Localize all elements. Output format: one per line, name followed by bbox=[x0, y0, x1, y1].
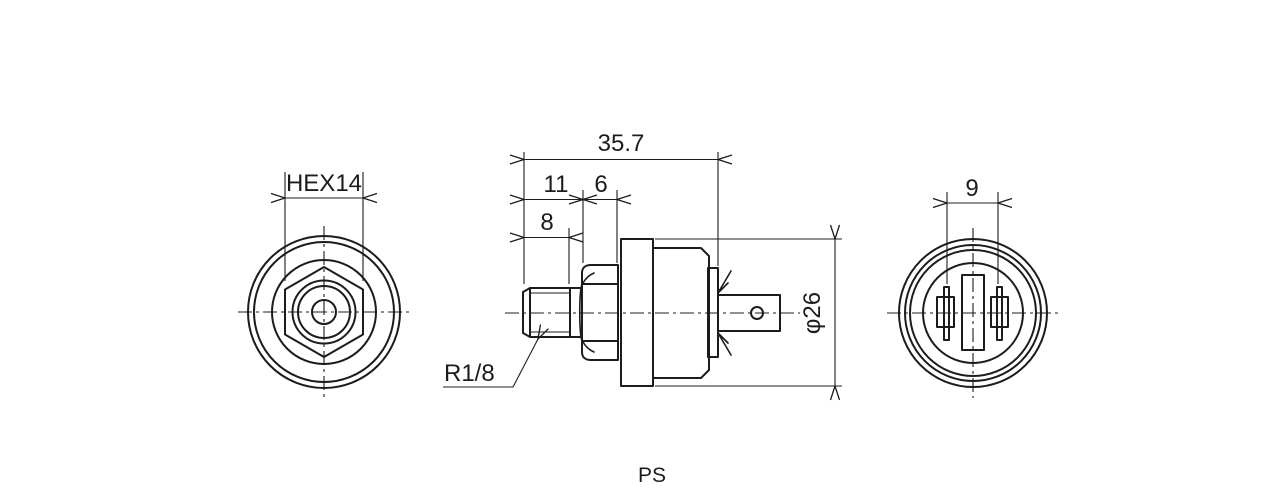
side-hex-outline bbox=[581, 264, 619, 361]
rear-outer-circle-3 bbox=[909, 249, 1037, 377]
thread-spec-label: R1/8 bbox=[444, 360, 495, 387]
port-section-label: 11 bbox=[544, 171, 569, 198]
rear-center-terminal-outline bbox=[961, 274, 985, 351]
side-hex-face-arcs bbox=[578, 272, 595, 353]
rear-right-terminal-body bbox=[990, 296, 1009, 328]
front-thread-inner-circle bbox=[297, 285, 351, 339]
rear-right-terminal-blade bbox=[996, 286, 1003, 341]
thread-spec-leader-line bbox=[443, 339, 538, 388]
body-diameter-label: φ26 bbox=[799, 292, 826, 334]
side-thread-stub-outline bbox=[522, 287, 571, 338]
hex-section-label: 6 bbox=[594, 171, 607, 198]
side-neck-lines bbox=[569, 287, 583, 338]
side-crimp-mark-top bbox=[717, 270, 732, 294]
side-view: 35.7 11 6 8 φ26 R1/8 bbox=[443, 130, 842, 387]
front-outer-body-circle bbox=[247, 235, 401, 389]
rear-connector-shroud-circle bbox=[922, 262, 1024, 364]
side-hex-face-lines bbox=[581, 283, 619, 342]
front-boss-circle bbox=[271, 259, 377, 365]
front-outer-body-inner-circle bbox=[253, 241, 395, 383]
front-thread-outer-circle bbox=[291, 279, 357, 345]
side-flange-outline bbox=[620, 238, 654, 387]
rear-view: 9 bbox=[887, 175, 1060, 398]
side-thread-minor-lines bbox=[530, 292, 570, 333]
terminal-pitch-label: 9 bbox=[965, 175, 978, 202]
front-port-hole-circle bbox=[311, 299, 337, 325]
rear-left-terminal-body bbox=[936, 296, 955, 328]
overall-length-label: 35.7 bbox=[598, 130, 645, 157]
part-code-label: PS bbox=[638, 464, 666, 487]
rear-outer-circle-1 bbox=[898, 238, 1048, 388]
side-crimp-mark-bottom bbox=[717, 332, 732, 356]
side-terminal-tab-outline bbox=[717, 294, 781, 332]
hex14-dimension-label: HEX14 bbox=[286, 170, 362, 197]
front-view: HEX14 bbox=[238, 170, 410, 397]
rear-left-terminal-blade bbox=[943, 286, 950, 341]
side-terminal-hole bbox=[750, 306, 764, 320]
thread-length-label: 8 bbox=[540, 209, 553, 236]
rear-outer-circle-2 bbox=[904, 244, 1042, 382]
front-hex-nut-outline bbox=[284, 266, 364, 358]
